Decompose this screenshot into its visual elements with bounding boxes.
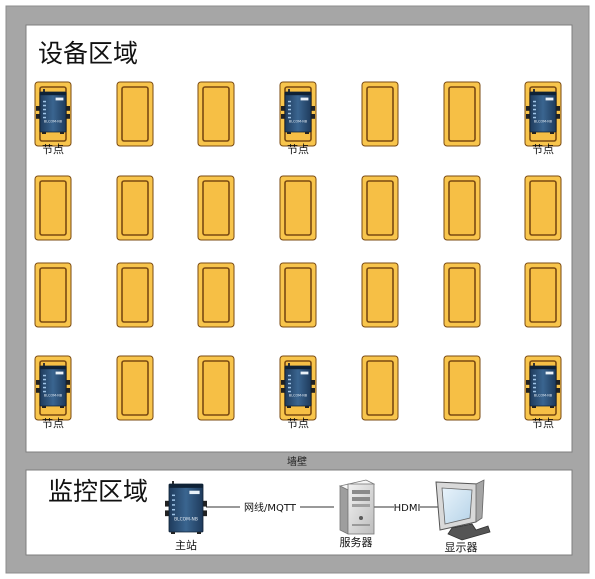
wall-label: 墙壁: [287, 455, 307, 468]
equipment-cabinet: [116, 262, 154, 328]
node-device-icon: BLCOM-NB: [526, 89, 560, 134]
node-device-icon: BLCOM-NB: [36, 363, 70, 408]
equipment-cabinet: [361, 175, 399, 241]
node-cabinet: BLCOM-NB 节点: [524, 81, 562, 156]
equipment-cabinet: [361, 81, 399, 147]
equipment-cabinet: [443, 355, 481, 421]
node-label: 节点: [287, 143, 309, 156]
node-device-icon: BLCOM-NB: [281, 363, 315, 408]
master-station-label: 主站: [175, 538, 197, 552]
equipment-cabinet: [443, 81, 481, 147]
device-grid: BLCOM-NB 节点 BLCOM-NB 节点 BLCOM-NB 节点 BLCOM-NB 节点…: [34, 81, 562, 430]
node-device-icon: BLCOM-NB: [526, 363, 560, 408]
link-label-network: 网线/MQTT: [244, 501, 297, 514]
display-icon: [435, 479, 491, 541]
node-cabinet: BLCOM-NB 节点: [279, 355, 317, 430]
node-device-icon: BLCOM-NB: [36, 89, 70, 134]
svg-text:BLCOM-NB: BLCOM-NB: [534, 393, 553, 397]
node-label: 节点: [532, 143, 554, 156]
equipment-cabinet: [34, 175, 72, 241]
display-label: 显示器: [445, 541, 478, 554]
node-cabinet: BLCOM-NB 节点: [524, 355, 562, 430]
equipment-cabinet: [361, 262, 399, 328]
equipment-cabinet: [443, 262, 481, 328]
node-device-icon: BLCOM-NB: [281, 89, 315, 134]
equipment-cabinet: [443, 175, 481, 241]
node-label: 节点: [42, 143, 64, 156]
monitor-area-title: 监控区域: [48, 477, 148, 506]
master-station-device-icon: BLCOM-NB: [165, 481, 207, 534]
svg-text:BLCOM-NB: BLCOM-NB: [534, 119, 553, 123]
device-area-title: 设备区域: [38, 39, 138, 68]
server-icon: [338, 479, 376, 535]
equipment-cabinet: [197, 355, 235, 421]
node-label: 节点: [42, 417, 64, 430]
equipment-cabinet: [361, 355, 399, 421]
svg-text:BLCOM-NB: BLCOM-NB: [44, 119, 63, 123]
server-label: 服务器: [340, 536, 373, 549]
link-label-hdmi: HDMI: [394, 503, 421, 514]
svg-text:BLCOM-NB: BLCOM-NB: [289, 393, 308, 397]
equipment-cabinet: [279, 175, 317, 241]
equipment-cabinet: [524, 175, 562, 241]
equipment-cabinet: [279, 262, 317, 328]
equipment-cabinet: [116, 355, 154, 421]
node-cabinet: BLCOM-NB 节点: [34, 355, 72, 430]
node-cabinet: BLCOM-NB 节点: [34, 81, 72, 156]
equipment-cabinet: [524, 262, 562, 328]
node-label: 节点: [287, 417, 309, 430]
equipment-cabinet: [197, 262, 235, 328]
equipment-cabinet: [116, 81, 154, 147]
equipment-cabinet: [34, 262, 72, 328]
equipment-cabinet: [197, 175, 235, 241]
node-cabinet: BLCOM-NB 节点: [279, 81, 317, 156]
svg-text:BLCOM-NB: BLCOM-NB: [174, 516, 198, 522]
svg-text:BLCOM-NB: BLCOM-NB: [44, 393, 63, 397]
equipment-cabinet: [197, 81, 235, 147]
node-label: 节点: [532, 417, 554, 430]
equipment-cabinet: [116, 175, 154, 241]
svg-text:BLCOM-NB: BLCOM-NB: [289, 119, 308, 123]
